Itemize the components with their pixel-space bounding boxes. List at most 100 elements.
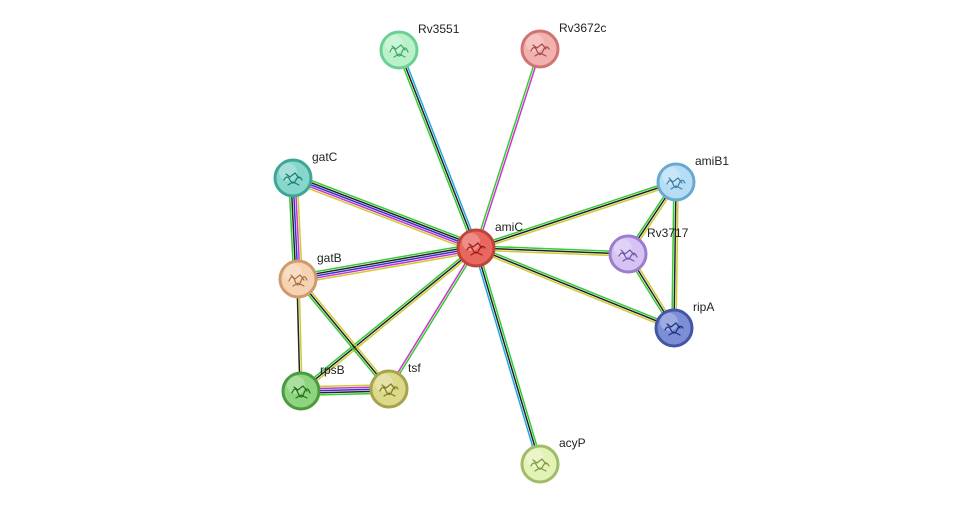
edge-evidence-line [301, 249, 478, 394]
edge-evidence-line [475, 247, 541, 465]
node-highlight [660, 313, 678, 331]
edge-amiC-ripA[interactable] [474, 245, 676, 331]
node-label: Rv3672c [559, 21, 606, 35]
node-Rv3717[interactable]: Rv3717 [608, 226, 689, 274]
edge-evidence-line [475, 249, 628, 257]
node-circle [379, 30, 419, 70]
node-label: gatC [312, 150, 338, 164]
node-label: amiB1 [695, 154, 729, 168]
node-Rv3672c[interactable]: Rv3672c [520, 21, 606, 69]
edge-evidence-line [294, 173, 478, 245]
node-acyP[interactable]: acyP [520, 436, 586, 484]
edge-evidence-line [473, 248, 539, 465]
node-gatC[interactable]: gatC [273, 150, 338, 198]
edge-amiC-Rv3551[interactable] [396, 48, 479, 250]
edge-amiC-acyP[interactable] [473, 247, 543, 465]
node-label: ripA [693, 300, 714, 314]
node-highlight [526, 449, 544, 467]
edge-amiC-tsf[interactable] [387, 247, 478, 390]
protein-structure-icon [530, 43, 550, 57]
edge-evidence-line [474, 48, 540, 248]
edge-evidence-line [673, 181, 677, 329]
node-label: acyP [559, 436, 586, 450]
edge-evidence-line [298, 249, 477, 282]
protein-structure-icon [666, 177, 686, 190]
node-circle [656, 162, 696, 202]
node-highlight [385, 35, 403, 53]
node-label: tsf [408, 361, 421, 375]
edge-evidence-line [476, 245, 629, 253]
edge-evidence-line [476, 245, 676, 327]
edge-evidence-line [298, 251, 477, 284]
node-label: Rv3717 [647, 226, 689, 240]
edge-evidence-line [671, 181, 675, 328]
edge-evidence-line [474, 249, 674, 331]
node-ripA[interactable]: ripA [654, 300, 714, 348]
protein-structure-icon [664, 322, 684, 336]
edge-amiC-gatB[interactable] [297, 243, 477, 284]
edge-evidence-line [297, 243, 476, 276]
node-highlight [287, 376, 305, 394]
node-label: gatB [317, 251, 342, 265]
node-circle [654, 308, 694, 348]
edge-evidence-line [293, 175, 478, 247]
edge-evidence-line [675, 182, 679, 329]
node-highlight [662, 167, 680, 185]
node-tsf[interactable]: tsf [369, 361, 421, 409]
protein-structure-icon [466, 242, 486, 256]
edge-evidence-line [400, 48, 479, 248]
edge-amiB1-ripA[interactable] [671, 181, 679, 329]
node-label: rpsB [320, 363, 345, 377]
node-circle [369, 369, 409, 409]
protein-structure-icon [618, 249, 638, 262]
node-amiC[interactable]: amiC [456, 220, 523, 268]
edge-amiC-Rv3717[interactable] [475, 245, 629, 257]
node-highlight [462, 233, 480, 251]
edge-evidence-line [300, 247, 477, 392]
edge-evidence-line [297, 278, 390, 390]
edge-evidence-line [387, 247, 476, 389]
edge-evidence-line [475, 179, 676, 247]
edge-amiC-Rv3672c[interactable] [474, 48, 542, 249]
edge-evidence-line [476, 183, 677, 251]
node-highlight [284, 264, 302, 282]
edge-evidence-line [398, 49, 477, 249]
node-highlight [279, 163, 297, 181]
node-circle [281, 371, 321, 411]
node-highlight [526, 34, 544, 52]
node-rpsB[interactable]: rpsB [281, 363, 345, 411]
edge-amiC-rpsB[interactable] [299, 245, 478, 394]
edge-evidence-line [299, 277, 392, 389]
node-circle [273, 158, 313, 198]
edge-evidence-line [291, 181, 475, 253]
node-circle [608, 234, 648, 274]
node-amiB1[interactable]: amiB1 [656, 154, 729, 202]
edge-gatB-tsf[interactable] [295, 277, 392, 391]
node-circle [520, 444, 560, 484]
edge-evidence-line [475, 247, 675, 329]
edge-evidence-line [295, 279, 388, 391]
edge-evidence-line [292, 177, 477, 249]
edge-evidence-line [389, 248, 478, 390]
protein-structure-icon [291, 385, 311, 399]
edge-evidence-line [477, 247, 543, 464]
edge-evidence-line [299, 245, 476, 390]
edge-evidence-line [291, 179, 476, 251]
node-circle [520, 29, 560, 69]
edge-evidence-line [476, 49, 542, 249]
protein-structure-icon [379, 383, 399, 397]
node-Rv3551[interactable]: Rv3551 [379, 22, 460, 70]
protein-structure-icon [389, 44, 409, 58]
node-highlight [614, 239, 632, 257]
node-label: Rv3551 [418, 22, 460, 36]
node-gatB[interactable]: gatB [278, 251, 342, 299]
edge-amiC-amiB1[interactable] [475, 179, 677, 251]
edge-evidence-line [475, 181, 677, 249]
protein-structure-icon [530, 458, 550, 472]
protein-structure-icon [283, 172, 303, 186]
edge-evidence-line [475, 247, 629, 255]
edge-amiC-gatC[interactable] [291, 173, 478, 253]
edge-evidence-line [297, 245, 476, 278]
